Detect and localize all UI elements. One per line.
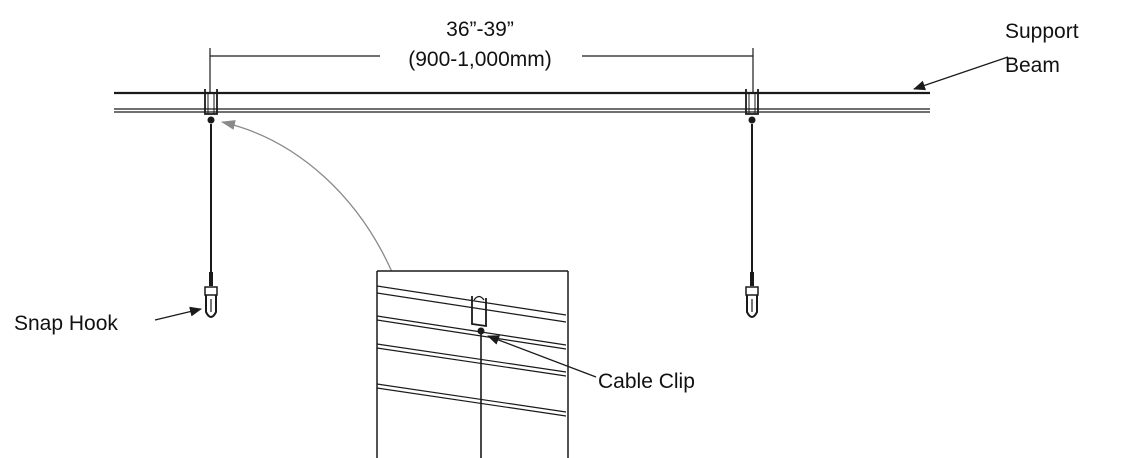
snap-hook-left (204, 286, 218, 318)
left-hanger (204, 89, 218, 318)
detail-callout-arrow (221, 120, 393, 273)
support-beam (114, 91, 930, 113)
dimension-metric-label: (900-1,000mm) (408, 48, 552, 71)
cable-clip-leader (487, 335, 597, 378)
support-beam-label-line2: Beam (1005, 54, 1060, 77)
snap-hook-right (745, 286, 759, 318)
cable-clip-label: Cable Clip (598, 370, 695, 393)
dimension-line (209, 48, 754, 92)
support-beam-leader (913, 56, 1009, 91)
cable-clip-left (207, 116, 215, 124)
support-beam-label-line1: Support (1005, 20, 1079, 43)
detail-inset (376, 270, 569, 458)
snap-hook-label: Snap Hook (14, 312, 118, 335)
snap-hook-leader (154, 306, 202, 321)
right-hanger (745, 89, 759, 318)
cable-clip-right (748, 116, 756, 124)
dimension-imperial-label: 36”-39” (446, 18, 514, 41)
